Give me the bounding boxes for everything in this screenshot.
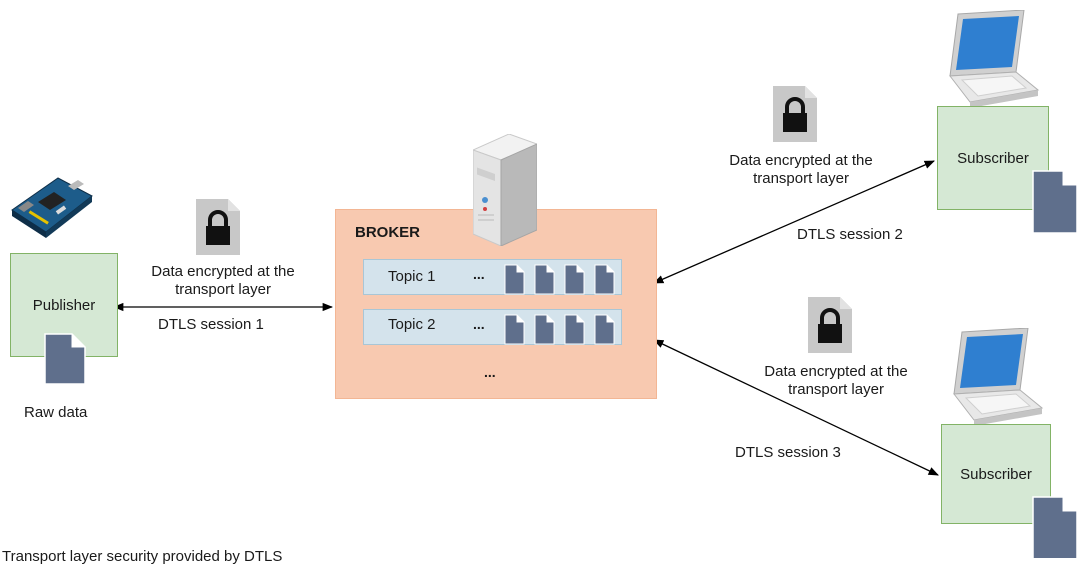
message-document-icon <box>564 264 585 295</box>
link-2-encryption-line2: transport layer <box>753 170 849 187</box>
link-3-encryption-line1: Data encrypted at the <box>764 363 908 380</box>
link-2-encryption-label: Data encrypted at the transport layer <box>714 152 888 188</box>
laptop-icon <box>953 328 1044 426</box>
message-document-icon <box>564 314 585 345</box>
dtls-session-1-label: DTLS session 1 <box>158 316 264 333</box>
message-document-icon <box>504 314 525 345</box>
subscriber-2-label: Subscriber <box>960 465 1032 483</box>
subscriber-1-label: Subscriber <box>957 149 1029 167</box>
topic-1-label: Topic 1 <box>388 268 436 285</box>
dtls-session-2-arrow <box>653 160 935 284</box>
link-2-encryption-line1: Data encrypted at the <box>729 152 873 169</box>
topic-1-ellipsis: ... <box>473 266 485 282</box>
message-document-icon <box>594 264 615 295</box>
more-topics-ellipsis: ... <box>484 364 496 380</box>
publisher-document-icon <box>44 333 86 385</box>
message-document-icon <box>534 314 555 345</box>
link-1-encryption-line1: Data encrypted at the <box>151 263 295 280</box>
lock-document-icon <box>808 297 852 353</box>
dtls-session-3-arrow <box>653 339 939 476</box>
raw-data-label: Raw data <box>24 404 88 421</box>
topic-2-label: Topic 2 <box>388 316 436 333</box>
topic-2-ellipsis: ... <box>473 316 485 332</box>
subscriber-1-node: Subscriber <box>937 106 1049 210</box>
link-1-encryption-line2: transport layer <box>175 281 271 298</box>
message-document-icon <box>504 264 525 295</box>
lock-document-icon <box>196 199 240 255</box>
link-3-encryption-label: Data encrypted at the transport layer <box>749 363 923 399</box>
lock-document-icon <box>773 86 817 142</box>
subscriber-1-document-icon <box>1032 170 1078 234</box>
dtls-session-3-label: DTLS session 3 <box>735 444 841 461</box>
message-document-icon <box>534 264 555 295</box>
microcontroller-board-icon <box>11 177 93 238</box>
dtls-session-2-label: DTLS session 2 <box>797 226 903 243</box>
publisher-label: Publisher <box>32 296 96 314</box>
message-document-icon <box>594 314 615 345</box>
link-1-encryption-label: Data encrypted at the transport layer <box>136 263 310 299</box>
server-tower-icon <box>473 134 537 246</box>
laptop-icon <box>949 10 1040 108</box>
subscriber-2-document-icon <box>1032 496 1078 558</box>
broker-title: BROKER <box>355 224 421 241</box>
figure-caption: Transport layer security provided by DTL… <box>2 548 283 565</box>
link-3-encryption-line2: transport layer <box>788 381 884 398</box>
